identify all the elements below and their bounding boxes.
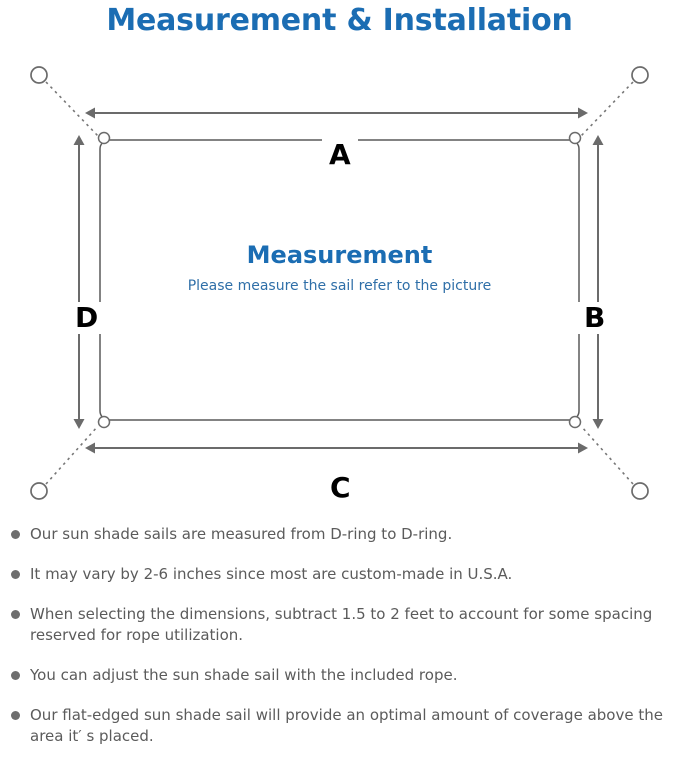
d-ring-top-right <box>568 131 582 145</box>
shade-sail-body <box>99 139 580 421</box>
note-text: Our flat-edged sun shade sail will provi… <box>30 706 663 745</box>
note-text: When selecting the dimensions, subtract … <box>30 605 653 644</box>
list-item: You can adjust the sun shade sail with t… <box>0 665 679 686</box>
page-title: Measurement & Installation <box>106 3 573 38</box>
bullet-icon <box>11 530 20 539</box>
anchor-top-right <box>631 66 649 84</box>
measurement-diagram: Measurement Please measure the sail refe… <box>0 44 679 514</box>
rope-bottom-right <box>580 425 634 485</box>
bullet-icon <box>11 610 20 619</box>
anchor-bottom-left <box>30 482 48 500</box>
d-ring-bottom-left <box>97 415 111 429</box>
list-item: It may vary by 2-6 inches since most are… <box>0 564 679 585</box>
note-text: You can adjust the sun shade sail with t… <box>30 666 458 684</box>
list-item: Our sun shade sails are measured from D-… <box>0 524 679 545</box>
note-text: Our sun shade sails are measured from D-… <box>30 525 453 543</box>
anchor-bottom-right <box>631 482 649 500</box>
bullet-icon <box>11 570 20 579</box>
bullet-icon <box>11 671 20 680</box>
d-ring-bottom-right <box>568 415 582 429</box>
list-item: When selecting the dimensions, subtract … <box>0 604 679 646</box>
dimension-label-c: C <box>323 472 358 504</box>
dimension-label-b: B <box>577 302 613 334</box>
rope-top-left <box>45 81 99 137</box>
anchor-top-left <box>30 66 48 84</box>
rope-top-right <box>580 81 634 137</box>
note-text: It may vary by 2-6 inches since most are… <box>30 565 513 583</box>
d-ring-top-left <box>97 131 111 145</box>
anchor-points <box>30 66 649 500</box>
d-rings <box>97 131 582 429</box>
bullet-icon <box>11 711 20 720</box>
dimension-lines <box>73 107 604 454</box>
list-item: Our flat-edged sun shade sail will provi… <box>0 705 679 747</box>
notes-list: Our sun shade sails are measured from D-… <box>0 524 679 766</box>
diagram-svg <box>30 66 649 500</box>
dimension-label-d: D <box>68 302 106 334</box>
rope-bottom-left <box>45 425 99 485</box>
dimension-label-a: A <box>322 139 358 171</box>
